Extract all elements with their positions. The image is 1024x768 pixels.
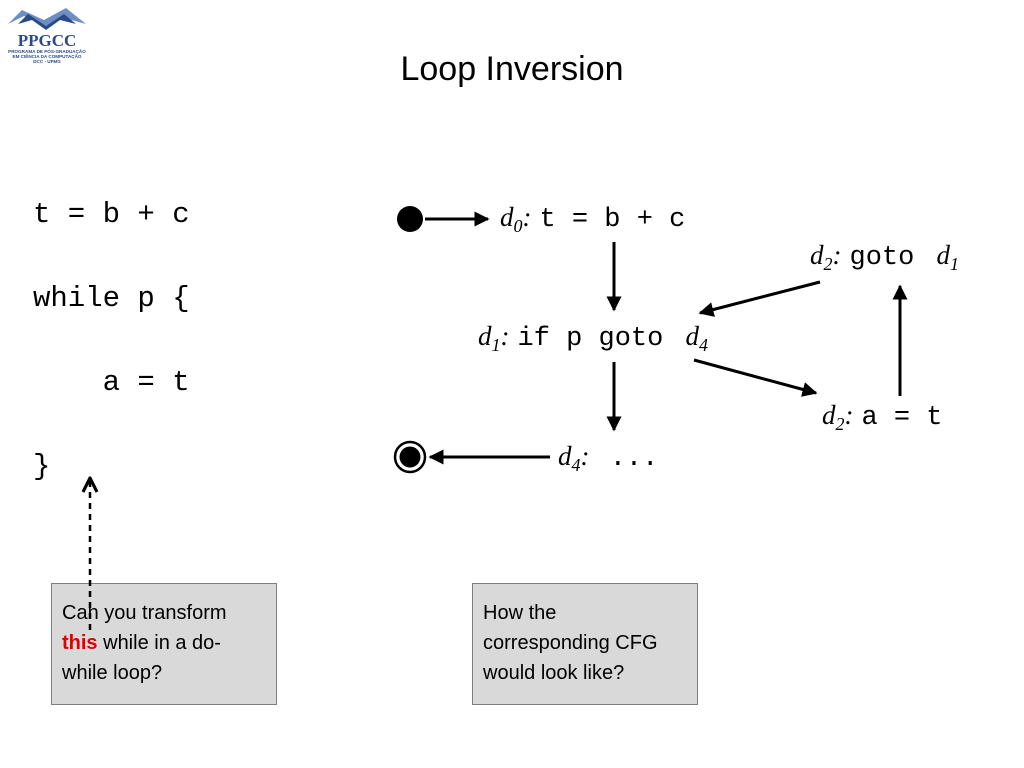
node-d2-assign: d2:a = t: [822, 400, 943, 434]
callout-right-text: How the corresponding CFG would look lik…: [483, 602, 658, 684]
logo-wing-icon: [8, 8, 86, 26]
callout-cfg-question: How the corresponding CFG would look lik…: [472, 583, 698, 705]
callout-do-while: Can you transform this while in a do-whi…: [51, 583, 277, 705]
code-line-1: t = b + c: [33, 198, 190, 231]
logo-line-3: DCC - UFMG: [33, 59, 61, 64]
node-d0: d0:t = b + c: [500, 202, 685, 236]
code-line-4: }: [33, 450, 51, 483]
logo-wing-shade-icon: [18, 14, 76, 30]
logo-acronym: PPGCC: [18, 31, 77, 50]
logo-line-1: PROGRAMA DE PÓS-GRADUAÇÃO: [8, 47, 86, 54]
node-d2-goto: d2:goto d1: [810, 240, 959, 274]
node-d1: d1:if p goto d4: [478, 321, 708, 355]
entry-node-icon: [397, 206, 423, 232]
node-d4: d4: ...: [558, 441, 658, 475]
callout-left-text-before: Can you transform: [62, 602, 227, 624]
edge-d1-to-d2-assign: [693, 358, 818, 397]
logo-line-2: EM CIÊNCIA DA COMPUTAÇÃO: [13, 52, 82, 59]
callout-left-text-after: while in a do-while loop?: [62, 632, 221, 684]
code-line-3: a = t: [33, 366, 190, 399]
ppgcc-logo: PPGCC PROGRAMA DE PÓS-GRADUAÇÃO EM CIÊNC…: [8, 8, 86, 64]
code-line-2: while p {: [33, 282, 190, 315]
edge-d2-goto-to-d1: [698, 280, 821, 317]
callout-left-highlight: this: [62, 632, 98, 654]
slide-title: Loop Inversion: [400, 50, 624, 88]
exit-node-icon: [393, 440, 427, 474]
